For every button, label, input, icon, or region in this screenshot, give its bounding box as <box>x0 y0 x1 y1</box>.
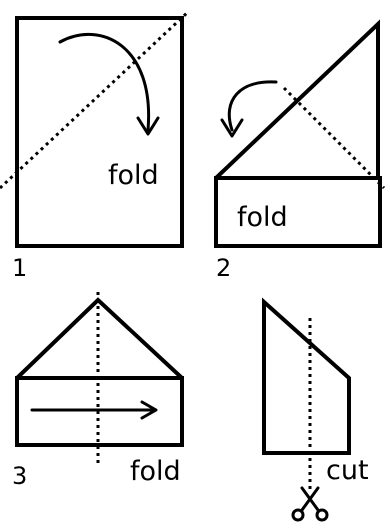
step-1-panel: fold 1 <box>0 10 190 282</box>
step-3-fold-label: fold <box>130 456 181 487</box>
scissors-icon <box>291 486 329 522</box>
step-4-folded-shape <box>262 297 351 455</box>
step-3-folded-peak <box>15 297 184 380</box>
step-1-sheet <box>15 16 184 248</box>
curved-arrow-icon <box>58 32 160 136</box>
step-2-folded-triangle <box>214 19 380 180</box>
step-4-cut-label: cut <box>326 455 369 486</box>
step-3-panel: fold 3 <box>12 292 184 490</box>
step-2-fold-line <box>282 86 386 190</box>
right-arrow-icon <box>30 400 158 420</box>
step-1-number: 1 <box>12 254 27 282</box>
step-2-base-rectangle <box>214 176 382 248</box>
step-1-fold-line <box>0 10 190 190</box>
step-2-number: 2 <box>216 254 231 282</box>
step-4-panel: cut <box>262 297 369 522</box>
step-1-fold-label: fold <box>108 160 159 191</box>
step-2-panel: fold 2 <box>214 19 386 282</box>
step-2-fold-label: fold <box>237 202 288 233</box>
curved-arrow-icon <box>220 80 278 138</box>
step-3-number: 3 <box>12 462 27 490</box>
